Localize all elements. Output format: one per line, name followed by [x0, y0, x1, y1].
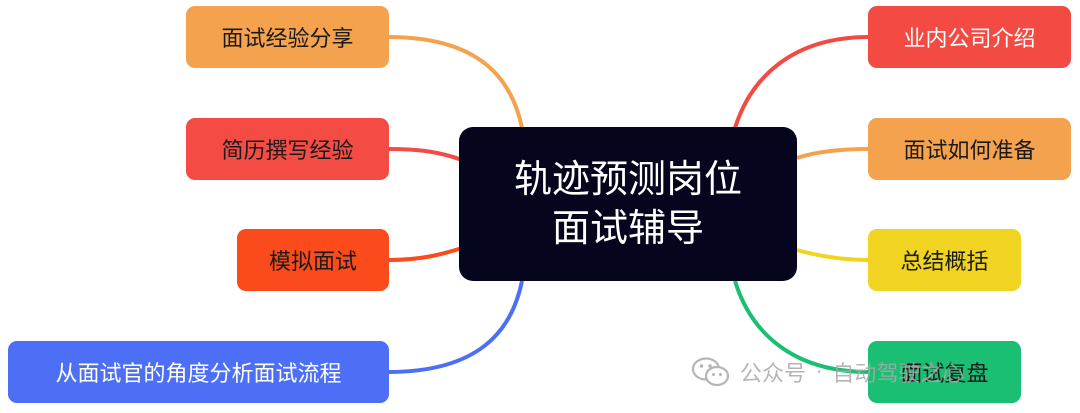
node-label: 简历撰写经验 [221, 139, 354, 164]
link-mock-interview [387, 246, 463, 262]
link-interview-experience [387, 35, 524, 129]
node-summary: 总结概括 [868, 229, 1021, 291]
wechat-icon [691, 357, 730, 387]
node-mock-interview: 模拟面试 [237, 229, 389, 291]
watermark-account-label: 公众号 [740, 362, 807, 387]
link-companies [733, 35, 870, 129]
watermark: 公众号 · 自动驾驶之心 [691, 352, 965, 392]
link-resume [387, 147, 463, 162]
node-label: 总结概括 [900, 250, 989, 275]
node-label: 模拟面试 [268, 250, 357, 275]
central-topic-line2: 面试辅导 [551, 206, 704, 250]
link-review [733, 280, 870, 374]
watermark-account-name: 自动驾驶之心 [832, 362, 965, 387]
node-label: 面试如何准备 [903, 139, 1036, 164]
node-interviewer-perspective: 从面试官的角度分析面试流程 [8, 341, 389, 403]
node-interview-experience: 面试经验分享 [186, 6, 389, 68]
link-interviewer-view [387, 280, 524, 374]
node-resume-writing: 简历撰写经验 [186, 118, 389, 180]
link-preparation [796, 147, 870, 160]
node-interview-preparation: 面试如何准备 [868, 118, 1071, 180]
central-topic-line1: 轨迹预测岗位 [513, 156, 742, 201]
watermark-separator: · [816, 360, 823, 384]
node-label: 从面试官的角度分析面试流程 [55, 362, 342, 387]
node-label: 面试经验分享 [221, 27, 354, 52]
node-label: 业内公司介绍 [903, 27, 1036, 52]
node-label: 面试复盘 [900, 362, 989, 387]
link-summary [796, 248, 870, 262]
node-interview-review: 面试复盘 [868, 341, 1021, 403]
node-industry-companies: 业内公司介绍 [868, 6, 1071, 68]
central-topic: 轨迹预测岗位 面试辅导 [459, 127, 797, 281]
